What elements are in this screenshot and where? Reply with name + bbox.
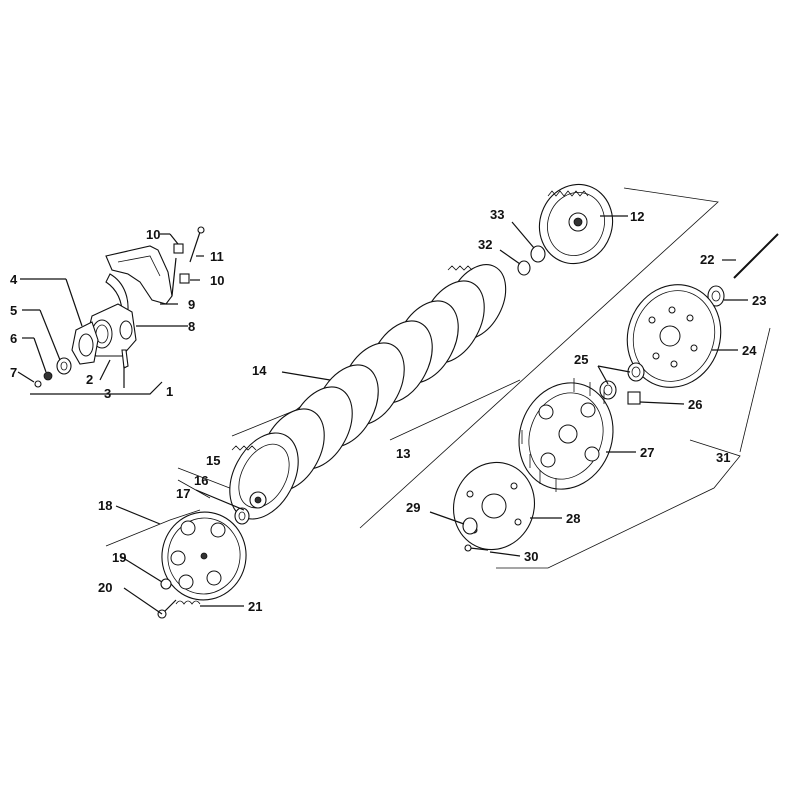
clutch-cover <box>157 507 250 619</box>
callout-27: 27 <box>640 445 654 460</box>
callout-3: 3 <box>104 386 111 401</box>
callout-23: 23 <box>752 293 766 308</box>
callout-5: 5 <box>10 303 17 318</box>
callout-14: 14 <box>252 363 267 378</box>
callout-1: 1 <box>166 384 173 399</box>
callout-24: 24 <box>742 343 757 358</box>
callout-4: 4 <box>10 272 18 287</box>
callout-11: 11 <box>210 249 224 264</box>
callout-20: 20 <box>98 580 112 595</box>
callout-10-lower: 10 <box>210 273 224 288</box>
callout-25: 25 <box>574 352 588 367</box>
callout-8: 8 <box>188 319 195 334</box>
callout-18: 18 <box>98 498 112 513</box>
callout-21: 21 <box>248 599 262 614</box>
callout-22: 22 <box>700 252 714 267</box>
callout-19: 19 <box>112 550 126 565</box>
bearings <box>599 362 645 405</box>
callout-6: 6 <box>10 331 17 346</box>
pressure-plate <box>452 461 536 552</box>
callout-31: 31 <box>716 450 730 465</box>
callout-30: 30 <box>524 549 538 564</box>
clutch-plate-stack <box>229 264 507 520</box>
callout-26: 26 <box>688 397 702 412</box>
callout-32: 32 <box>478 237 492 252</box>
callout-10-upper: 10 <box>146 227 160 242</box>
callout-29: 29 <box>406 500 420 515</box>
sprocket <box>517 183 614 276</box>
callout-2: 2 <box>86 372 93 387</box>
callout-33: 33 <box>490 207 504 222</box>
callout-15: 15 <box>206 453 220 468</box>
callout-13: 13 <box>396 446 410 461</box>
callout-17: 17 <box>176 486 190 501</box>
primary-gear <box>626 284 722 388</box>
callout-16: 16 <box>194 473 208 488</box>
leader-lines <box>17 215 748 615</box>
callout-7: 7 <box>10 365 17 380</box>
callout-28: 28 <box>566 511 580 526</box>
clutch-basket <box>518 378 614 492</box>
callout-labels: 1 2 3 4 5 6 7 8 9 10 10 11 12 13 14 15 1… <box>10 207 766 614</box>
callout-9: 9 <box>188 297 195 312</box>
callout-12: 12 <box>630 209 644 224</box>
pushrod <box>707 233 779 307</box>
actuator-assembly <box>34 226 205 388</box>
